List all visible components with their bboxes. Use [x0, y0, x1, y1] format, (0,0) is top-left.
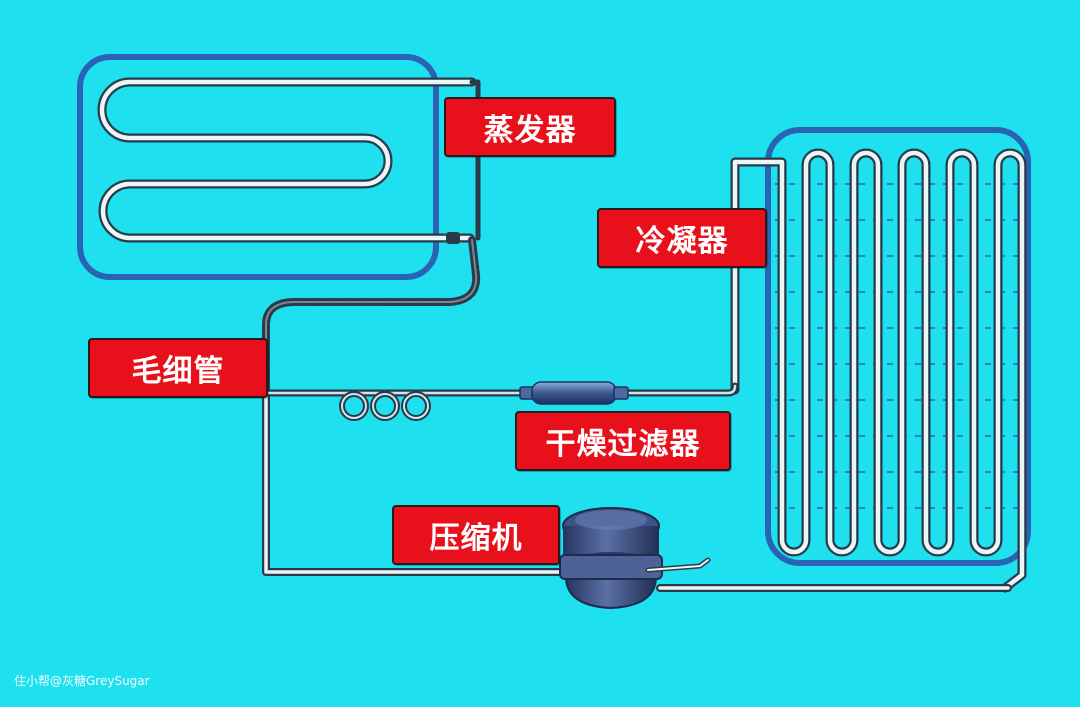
- filter-drier-label: 干燥过滤器: [515, 411, 731, 471]
- capillary-tube-label: 毛细管: [88, 338, 268, 398]
- condenser-label: 冷凝器: [597, 208, 767, 268]
- coil-loops-icon: [339, 391, 431, 421]
- compressor-icon: [559, 507, 711, 610]
- filter-drier-icon: [519, 381, 629, 405]
- compressor-label: 压缩机: [392, 505, 560, 565]
- evaporator-icon: [77, 54, 481, 280]
- refrigerant-pipe: [262, 382, 1012, 592]
- watermark: 住小帮@灰糖GreySugar: [14, 674, 150, 688]
- evaporator-label: 蒸发器: [444, 97, 616, 157]
- capillary-tube-icon: [262, 236, 481, 394]
- condenser-icon: [730, 127, 1031, 593]
